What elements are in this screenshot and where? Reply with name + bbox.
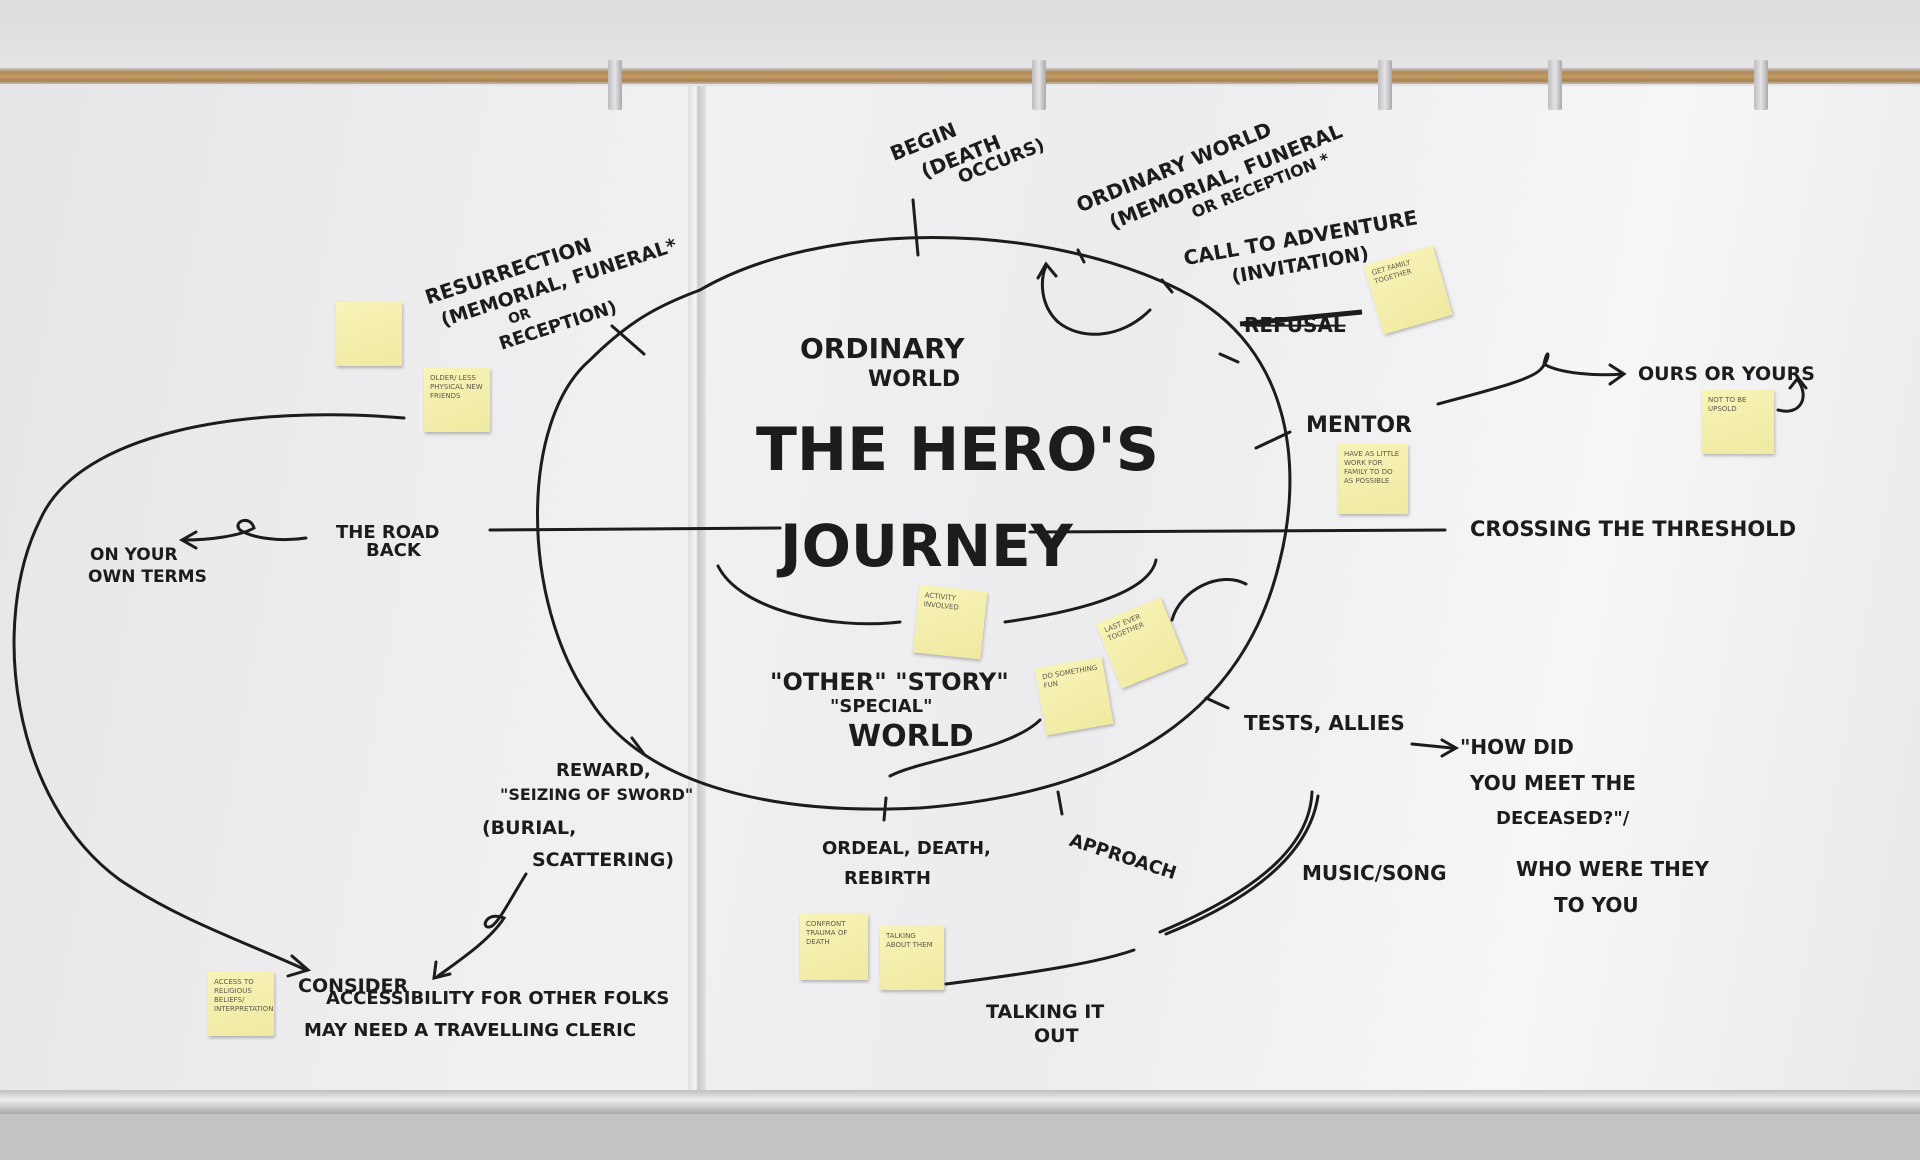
other-world-2: "SPECIAL" [830,696,933,717]
inner-curve-left [716,564,902,626]
other-world-1: "OTHER" "STORY" [770,668,1009,696]
ordeal-2: REBIRTH [844,868,931,889]
sticky-note-do-something: DO SOMETHING FUN [1034,656,1114,736]
tick-reward [630,736,646,756]
terms-2: OWN TERMS [88,567,207,587]
tick-resurrection [610,324,646,356]
consider-3: MAY NEED A TRAVELLING CLERIC [304,1020,636,1041]
tick-ordinary [1076,248,1086,264]
consider-1: CONSIDER [298,975,409,997]
talking-2: OUT [1034,1025,1079,1047]
rail-clip [1548,60,1562,110]
terms-1: ON YOUR [90,545,178,565]
sticky-note-top-left [336,302,402,366]
mentor-arrow [1436,352,1624,406]
inner-curve-right [1003,558,1158,624]
other-world-3: WORLD [848,719,974,754]
refusal-strike [1239,309,1363,327]
tests-arrow [1410,742,1454,750]
tick-tests [1204,696,1230,710]
other-world-arc [888,718,1042,778]
ordinary-curl [1040,264,1152,336]
sticky-note-activity: ACTIVITY INVOLVED [912,584,988,660]
who-1: WHO WERE THEY [1516,857,1710,881]
ours-label: OURS OR YOURS [1638,363,1815,385]
mentor-label: MENTOR [1306,413,1412,438]
approach-swoosh [1170,578,1248,622]
sticky-note-mentor: HAVE AS LITTLE WORK FOR FAMILY TO DO AS … [1338,444,1408,514]
rail-clip [1754,60,1768,110]
how-2: YOU MEET THE [1469,771,1636,795]
sticky-note-not-upsold: NOT TO BE UPSOLD [1702,390,1774,454]
how-1: "HOW DID [1460,735,1574,759]
reward-1: REWARD, [556,760,651,781]
tick-mentor [1254,430,1292,450]
tick-refusal [1218,352,1240,364]
approach-label: APPROACH [1067,830,1179,884]
talking-1: TALKING IT [986,1001,1104,1023]
journey-circle [536,236,1292,811]
rail-clip [1032,60,1046,110]
tick-begin [911,198,920,257]
burial-arrow [436,872,528,978]
sticky-note-bottom-left: ACCESS TO RELIGIOUS BELIEFS/ INTERPRETAT… [208,972,274,1036]
rail-clip [608,60,622,110]
rail-clip [1378,60,1392,110]
threshold-label: CROSSING THE THRESHOLD [1470,517,1796,541]
reward-2: "SEIZING OF SWORD" [500,785,693,804]
marker-tray [0,1090,1920,1114]
how-3: DECEASED?"/ [1496,808,1630,829]
sticky-note-confront: CONFRONT TRAUMA OF DEATH [800,914,868,980]
burial-1: (BURIAL, [482,817,576,839]
axis-line [488,526,1447,534]
tick-approach [1056,790,1064,816]
road-back-arrow [182,518,308,542]
tick-ordeal [882,796,888,822]
who-2: TO YOU [1554,893,1639,917]
resurrection-3: OR [506,306,533,328]
talking-swoosh [944,948,1136,986]
sticky-note-talking: TALKING ABOUT THEM [880,926,944,990]
ordinary-label-2: WORLD [868,367,960,392]
ordeal-1: ORDEAL, DEATH, [822,838,991,859]
wall-bottom [0,1114,1920,1160]
road-1: THE ROAD [336,522,439,543]
ours-curl [1776,378,1805,413]
consider-2: ACCESSIBILITY FOR OTHER FOLKS [326,988,669,1009]
board-seam [688,86,706,1092]
title-line-2: JOURNEY [776,512,1074,580]
burial-2: SCATTERING) [532,849,674,871]
tests-label: TESTS, ALLIES [1244,711,1405,735]
sticky-note-older: OLDER/ LESS PHYSICAL NEW FRIENDS [424,368,490,432]
tick-call [1160,278,1174,294]
music-label: MUSIC/SONG [1302,861,1447,885]
music-swoosh [1158,790,1314,934]
big-loop [12,413,406,972]
title-line-1: THE HERO'S [756,415,1159,485]
cork-rail [0,68,1920,84]
road-2: BACK [366,540,422,561]
ordinary-label-1: ORDINARY [800,332,965,365]
